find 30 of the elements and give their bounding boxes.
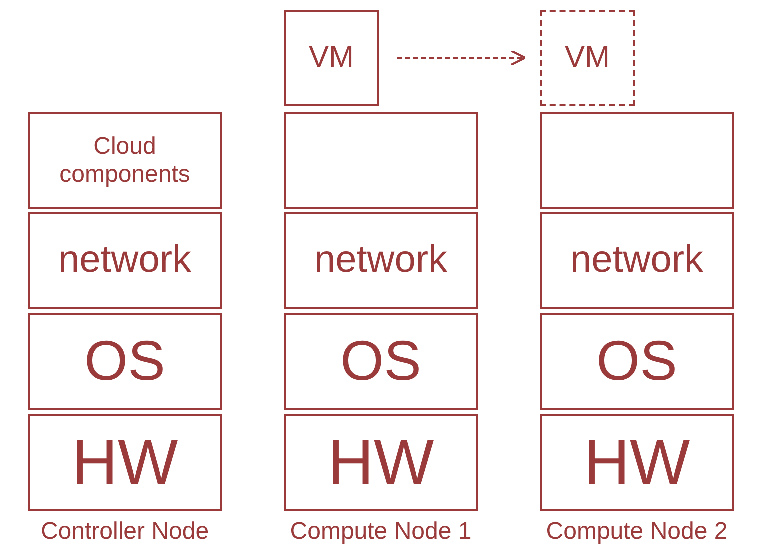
layer-box — [284, 112, 478, 209]
layer-box — [540, 313, 734, 410]
layer-label: OS — [340, 329, 422, 394]
layer-label: HW — [326, 426, 436, 500]
layer-box — [284, 10, 379, 106]
layer-label: HW — [70, 426, 180, 500]
layer-box — [540, 414, 734, 511]
layer-box — [540, 212, 734, 309]
node-caption: Controller Node — [40, 518, 210, 546]
layer-box — [284, 212, 478, 309]
layer-label: VM — [308, 40, 355, 76]
layer-box — [28, 414, 222, 511]
layer-label: Cloud components — [58, 132, 192, 188]
layer-label: HW — [582, 426, 692, 500]
layer-box — [284, 414, 478, 511]
layer-label: network — [569, 238, 705, 282]
layer-box — [284, 313, 478, 410]
layer-box — [28, 112, 222, 209]
layer-label: OS — [596, 329, 678, 394]
node-caption: Compute Node 1 — [289, 518, 473, 546]
layer-label: VM — [564, 40, 611, 76]
layer-label: network — [57, 238, 193, 282]
node-caption: Compute Node 2 — [545, 518, 729, 546]
ghost-layer-box — [540, 10, 635, 106]
layer-label: OS — [84, 329, 166, 394]
layer-box — [540, 112, 734, 209]
layer-box — [28, 212, 222, 309]
arrow — [397, 50, 526, 66]
layer-label: network — [313, 238, 449, 282]
layer-box — [28, 313, 222, 410]
